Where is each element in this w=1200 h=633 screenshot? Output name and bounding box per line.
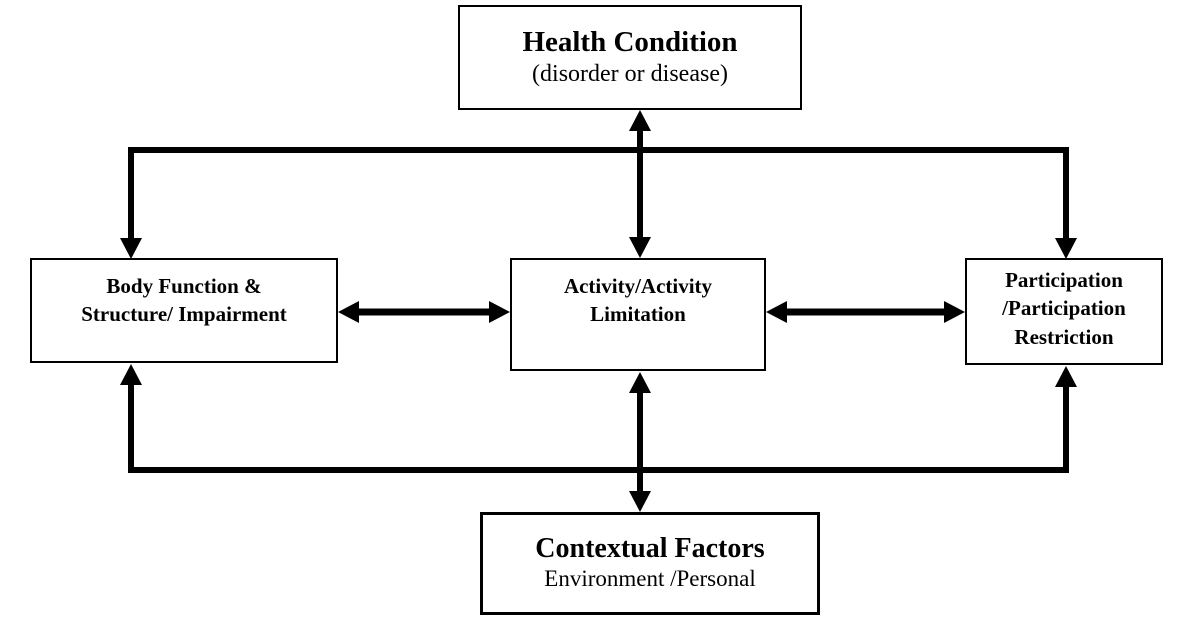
body-function-line-1: Body Function &	[106, 274, 262, 298]
arrow-healthcondition-branch-top	[120, 147, 1077, 259]
arrow-activity-participation	[766, 301, 965, 323]
health-condition-subtitle: (disorder or disease)	[532, 60, 728, 87]
arrowhead-right-1	[489, 301, 510, 323]
arrowhead-right-2	[944, 301, 965, 323]
arrowhead-up-right-bottom	[1055, 366, 1077, 387]
participation-line-1: Participation	[1005, 268, 1123, 292]
arrowhead-up-center-top	[629, 110, 651, 131]
node-health-condition: Health Condition (disorder or disease)	[458, 5, 802, 110]
activity-line-1: Activity/Activity	[563, 274, 713, 298]
arrowhead-down-right-top	[1055, 238, 1077, 259]
participation-line-2: /Participation	[1002, 296, 1126, 321]
activity-line-2: Limitation	[590, 302, 686, 327]
arrow-activity-contextual	[629, 372, 651, 512]
node-contextual-factors: Contextual Factors Environment /Personal	[480, 512, 820, 615]
node-participation: Participation /Participation Restriction	[965, 258, 1163, 365]
node-activity: Activity/Activity Limitation	[510, 258, 766, 371]
arrow-contextual-branch-bottom	[120, 364, 1077, 473]
arrowhead-down-center-bottom	[629, 491, 651, 512]
arrowhead-left-2	[766, 301, 787, 323]
contextual-factors-subtitle: Environment /Personal	[544, 566, 756, 592]
contextual-factors-title: Contextual Factors	[535, 533, 765, 565]
arrowhead-left-1	[338, 301, 359, 323]
node-body-function: Body Function & Structure/ Impairment	[30, 258, 338, 363]
participation-line-3: Restriction	[1014, 324, 1114, 349]
arrowhead-up-left-bottom	[120, 364, 142, 385]
arrowhead-down-center-top	[629, 237, 651, 258]
body-function-line-2: Structure/ Impairment	[81, 302, 287, 327]
arrow-healthcondition-activity	[629, 110, 651, 258]
arrowhead-up-center-bottom	[629, 372, 651, 393]
health-condition-title: Health Condition	[522, 26, 738, 59]
arrowhead-down-left-top	[120, 238, 142, 259]
arrow-bodyfunction-activity	[338, 301, 510, 323]
